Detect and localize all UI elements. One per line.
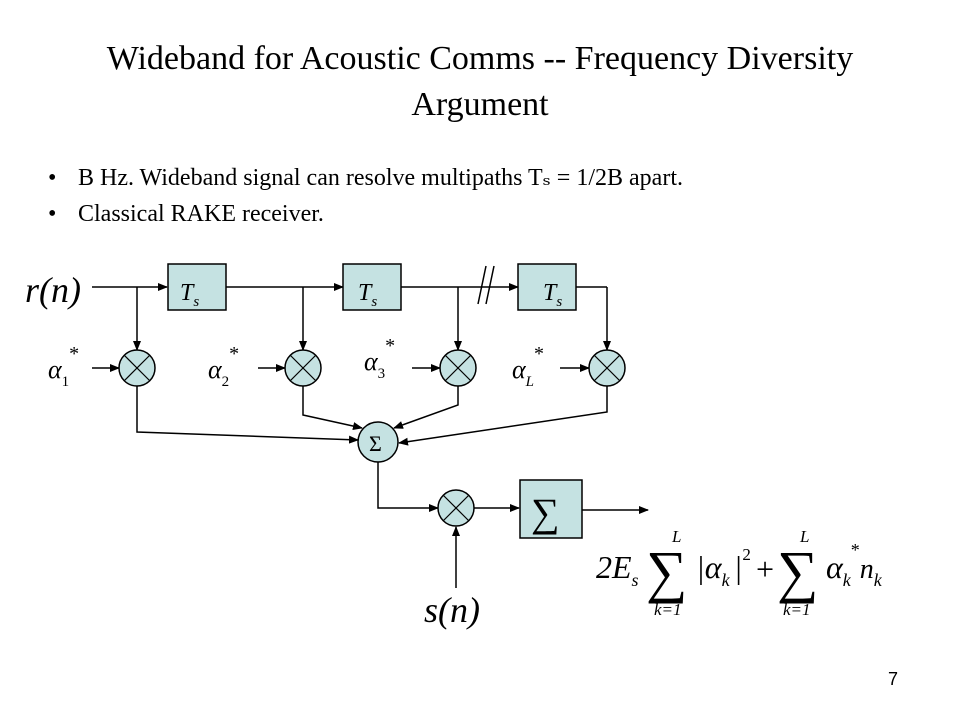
break-mark (477, 265, 487, 305)
adder-node: Σ (357, 421, 399, 463)
page-number: 7 (887, 669, 898, 689)
svg-text:+: + (756, 551, 774, 587)
svg-text:Ts: Ts (180, 280, 199, 310)
delay-block: Ts (167, 263, 227, 311)
multiplier-node (588, 349, 626, 387)
bullet-text: Classical RAKE receiver. (78, 201, 324, 227)
output-expression: 2Es L ∑ k=1 |αk|2 + L ∑ k=1 αk*nk (596, 527, 883, 619)
bullet-icon: • (48, 201, 57, 227)
coefficient-label: α3* (364, 335, 395, 382)
bullet-text: B Hz. Wideband signal can resolve multip… (78, 165, 683, 191)
coefficient-label: α2* (208, 343, 239, 390)
bullet-item: • Classical RAKE receiver. (48, 196, 683, 232)
summation-block: ∑ (519, 479, 583, 539)
svg-text:∑: ∑ (531, 490, 560, 535)
multiplier-node (284, 349, 322, 387)
svg-text:Ts: Ts (543, 280, 562, 310)
bullet-list: • B Hz. Wideband signal can resolve multi… (48, 160, 683, 232)
svg-text:L: L (671, 527, 681, 546)
adder-input-line (393, 386, 459, 429)
coefficient-label: α1* (48, 343, 79, 390)
correlation-multiplier (437, 489, 475, 527)
bullet-item: • B Hz. Wideband signal can resolve multi… (48, 160, 683, 196)
svg-text:|αk|2: |αk|2 (696, 545, 751, 590)
coefficient-label: αL* (512, 343, 544, 390)
delay-block: Ts (517, 263, 577, 311)
svg-text:Ts: Ts (358, 280, 377, 310)
adder-input-line (136, 386, 359, 444)
multiplier-node (439, 349, 477, 387)
svg-text:k=1: k=1 (783, 600, 811, 619)
delay-block: Ts (342, 263, 402, 311)
svg-text:Σ: Σ (369, 431, 382, 456)
adder-output-line (377, 462, 439, 512)
break-mark (485, 265, 495, 305)
bullet-icon: • (48, 165, 57, 191)
svg-text:∑: ∑ (646, 539, 687, 604)
adder-input-line (398, 386, 608, 446)
multiplier-node (118, 349, 156, 387)
slide-title: Wideband for Acoustic Comms -- Frequency… (106, 40, 854, 123)
svg-text:L: L (799, 527, 809, 546)
svg-text:αk*nk: αk*nk (826, 540, 883, 590)
adder-input-line (302, 386, 363, 430)
svg-text:2Es: 2Es (596, 549, 639, 590)
reference-label: s(n) (424, 590, 480, 630)
svg-text:k=1: k=1 (654, 600, 682, 619)
input-label: r(n) (25, 270, 81, 310)
svg-text:∑: ∑ (777, 539, 818, 604)
